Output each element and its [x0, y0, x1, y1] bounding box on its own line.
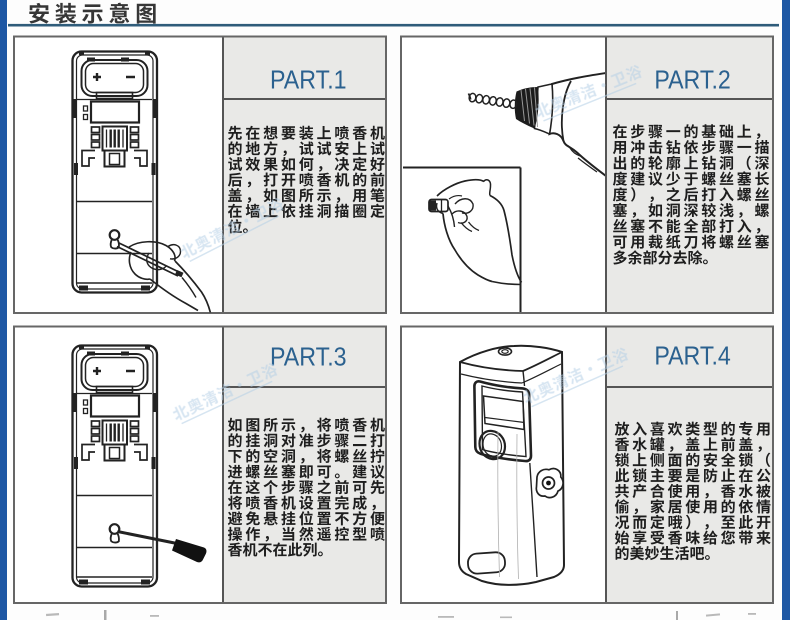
svg-text:PART.2: PART.2: [654, 67, 731, 95]
svg-text:PART.1: PART.1: [270, 67, 347, 95]
svg-text:PART.3: PART.3: [270, 343, 347, 371]
svg-text:PART.4: PART.4: [654, 343, 731, 371]
